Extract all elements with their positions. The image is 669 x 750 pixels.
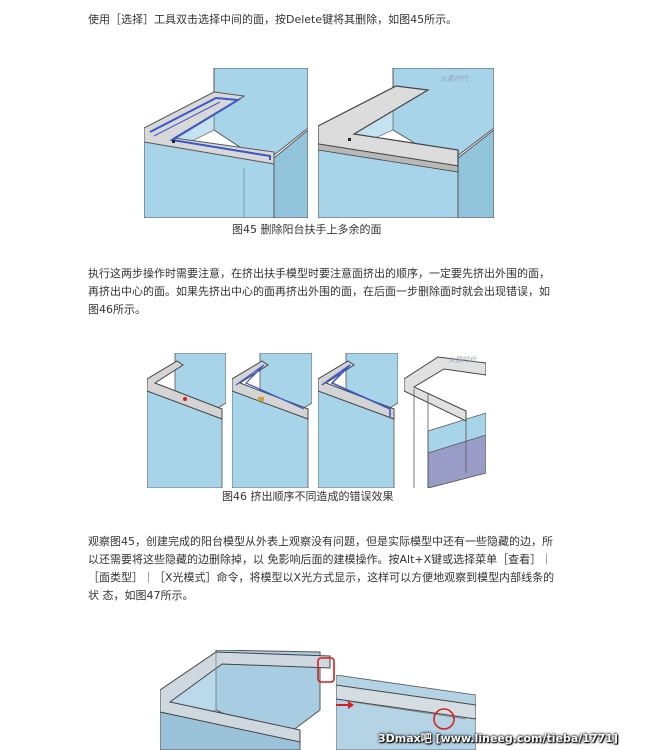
logo-watermark: 火星时代 — [440, 75, 468, 83]
figure-46-panel-4: 火星时代 — [404, 353, 486, 488]
figure-46-panel-2 — [232, 353, 312, 488]
figure-46-caption: 图46 挤出顺序不同造成的错误效果 — [222, 490, 394, 503]
figure-46-panel-1 — [147, 353, 226, 488]
figure-45-caption: 图45 删除阳台扶手上多余的面 — [232, 223, 382, 236]
figure-45-right: 火星时代 — [318, 68, 494, 218]
figure-47-right: 火星时代 — [336, 675, 476, 750]
paragraph-2: 执行这两步操作时需要注意，在挤出扶手模型时要注意面挤出的顺序，一定要先挤出外围的… — [88, 267, 550, 316]
paragraph-1: 使用［选择］工具双击选择中间的面，按Delete键将其删除，如图45所示。 — [88, 13, 458, 26]
figure-45-left — [144, 68, 308, 218]
arrow-icon — [336, 695, 354, 709]
figure-47-left — [160, 650, 338, 750]
logo-watermark-2: 火星时代 — [448, 356, 476, 364]
paragraph-3: 观察图45，创建完成的阳台模型从外表上观察没有问题，但是实际模型中还有一些隐藏的… — [88, 535, 555, 602]
figure-46-panel-3 — [318, 353, 398, 488]
footer-watermark: 3Dmax吧 [www.lineeg.com/tieba/1771] — [378, 732, 618, 745]
